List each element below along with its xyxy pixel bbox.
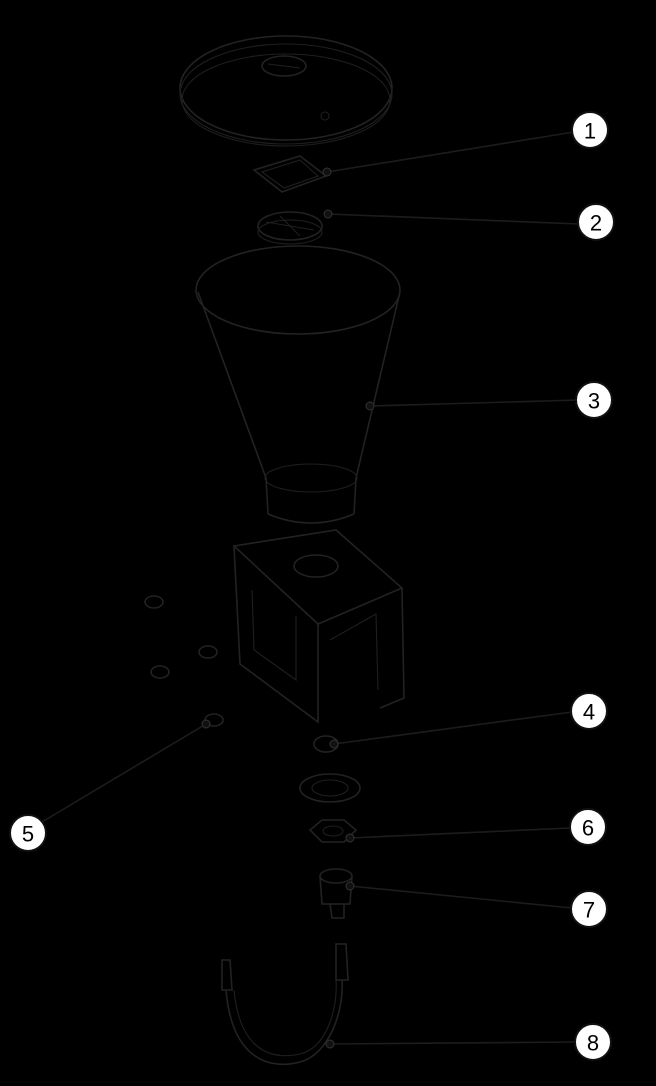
leader-line-8 [329, 1041, 577, 1045]
callout-label-1: 1 [584, 119, 596, 144]
callout-8: 8 [574, 1023, 612, 1061]
callout-label-4: 4 [583, 700, 595, 725]
mounting-bracket-part [232, 529, 405, 724]
leader-dot-7 [345, 881, 355, 891]
hose-part [221, 943, 349, 1066]
callout-label-3: 3 [588, 389, 600, 414]
leader-line-5 [41, 723, 207, 823]
leader-dot-6 [345, 833, 355, 843]
callout-1: 1 [571, 111, 609, 149]
hex-nut-part [308, 819, 358, 843]
leader-dot-8 [325, 1039, 335, 1049]
leader-line-1 [326, 131, 575, 173]
valve-fitting-part [319, 868, 353, 919]
gasket-plate-part [252, 155, 328, 193]
callout-3: 3 [575, 381, 613, 419]
leader-dot-2 [323, 209, 333, 219]
callout-label-7: 7 [583, 898, 595, 923]
screws-part [144, 595, 224, 727]
leader-line-6 [349, 827, 571, 839]
callout-label-5: 5 [22, 822, 34, 847]
callout-7: 7 [570, 890, 608, 928]
callout-6: 6 [569, 808, 607, 846]
leader-dot-3 [365, 401, 375, 411]
callout-label-8: 8 [587, 1031, 599, 1056]
top-fitting-part [257, 211, 323, 245]
hopper-funnel-part [195, 245, 401, 524]
callout-5: 5 [9, 814, 47, 852]
leader-dot-5 [201, 719, 211, 729]
callout-label-6: 6 [582, 816, 594, 841]
leader-lines [41, 131, 581, 1049]
callout-2: 2 [577, 203, 615, 241]
leader-line-7 [349, 885, 573, 909]
leader-line-2 [327, 213, 581, 225]
callout-4: 4 [570, 692, 608, 730]
leader-line-3 [369, 399, 579, 407]
callout-label-2: 2 [590, 211, 602, 236]
leader-dot-4 [329, 739, 339, 749]
leader-line-4 [333, 711, 573, 745]
leader-dot-1 [322, 167, 332, 177]
lid-part [179, 35, 393, 147]
washer-part [299, 773, 361, 803]
